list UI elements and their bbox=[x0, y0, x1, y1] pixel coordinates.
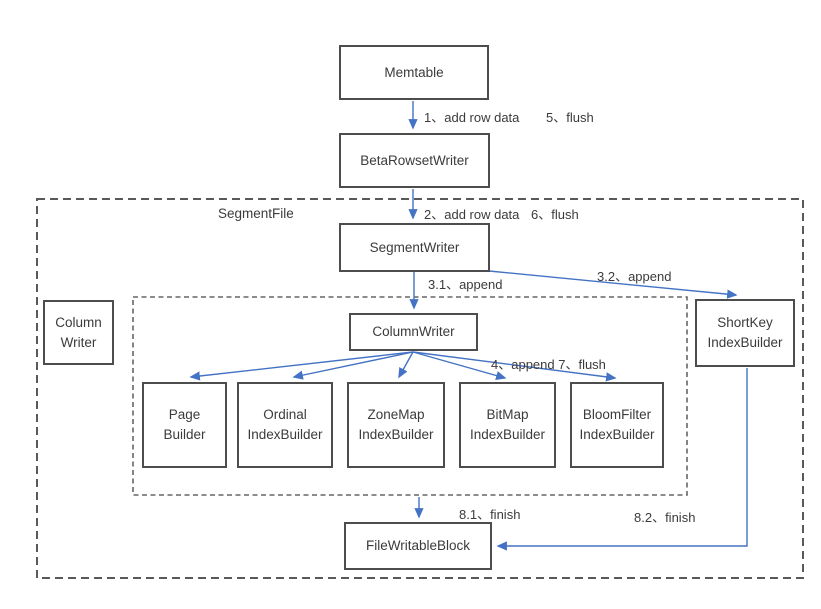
arrow-columnwriter-to-bloomfilterindexbuilder bbox=[412, 351, 617, 382]
segmentfile-dashed-group bbox=[36, 198, 804, 579]
node-memtable: Memtable bbox=[339, 45, 489, 100]
edge-label-step1-add-row-data: 1、add row data bbox=[424, 110, 520, 125]
arrow-columnwriter-to-ordinalindexbuilder bbox=[292, 351, 414, 380]
arrow-columnwriter-to-pagebuilder bbox=[189, 351, 414, 381]
columnwriter-dashed-group bbox=[132, 296, 688, 496]
edge-label-step4-append-step7-flush: 4、append 7、flush bbox=[491, 357, 606, 372]
edge-label-step2-add-row-data: 2、add row data bbox=[424, 207, 520, 222]
node-columnwriter: ColumnWriter bbox=[349, 313, 478, 351]
arrow-columnwriter-to-zonemapindexbuilder bbox=[398, 351, 414, 379]
node-bloomfilterindexbuilder: BloomFilter IndexBuilder bbox=[570, 382, 664, 468]
segmentfile-group-label: SegmentFile bbox=[218, 206, 294, 221]
node-shortkeyindexbuilder: ShortKey IndexBuilder bbox=[695, 299, 795, 367]
edge-label-step3-2-append: 3.2、append bbox=[597, 269, 672, 284]
arrow-columnwriter-to-bitmapindexbuilder bbox=[412, 351, 507, 381]
edge-label-step6-flush: 6、flush bbox=[531, 207, 579, 222]
node-zonemapindexbuilder: ZoneMap IndexBuilder bbox=[347, 382, 445, 468]
edge-label-step3-1-append: 3.1、append bbox=[428, 277, 503, 292]
arrow-shortkeyindexbuilder-to-filewritableblock bbox=[496, 368, 748, 551]
node-bitmapindexbuilder: BitMap IndexBuilder bbox=[459, 382, 556, 468]
node-betarowsetwriter: BetaRowsetWriter bbox=[339, 133, 490, 188]
edge-label-step8-2-finish: 8.2、finish bbox=[634, 510, 696, 525]
arrow-segmentwriter-to-shortkeyindexbuilder bbox=[488, 270, 738, 299]
node-ordinalindexbuilder: Ordinal IndexBuilder bbox=[237, 382, 333, 468]
node-segmentwriter: SegmentWriter bbox=[339, 223, 490, 272]
node-columnwriter-standalone: Column Writer bbox=[43, 300, 114, 365]
edge-label-step5-flush: 5、flush bbox=[546, 110, 594, 125]
node-pagebuilder: Page Builder bbox=[142, 382, 227, 468]
node-filewritableblock: FileWritableBlock bbox=[344, 522, 492, 570]
edge-label-step8-1-finish: 8.1、finish bbox=[459, 507, 521, 522]
